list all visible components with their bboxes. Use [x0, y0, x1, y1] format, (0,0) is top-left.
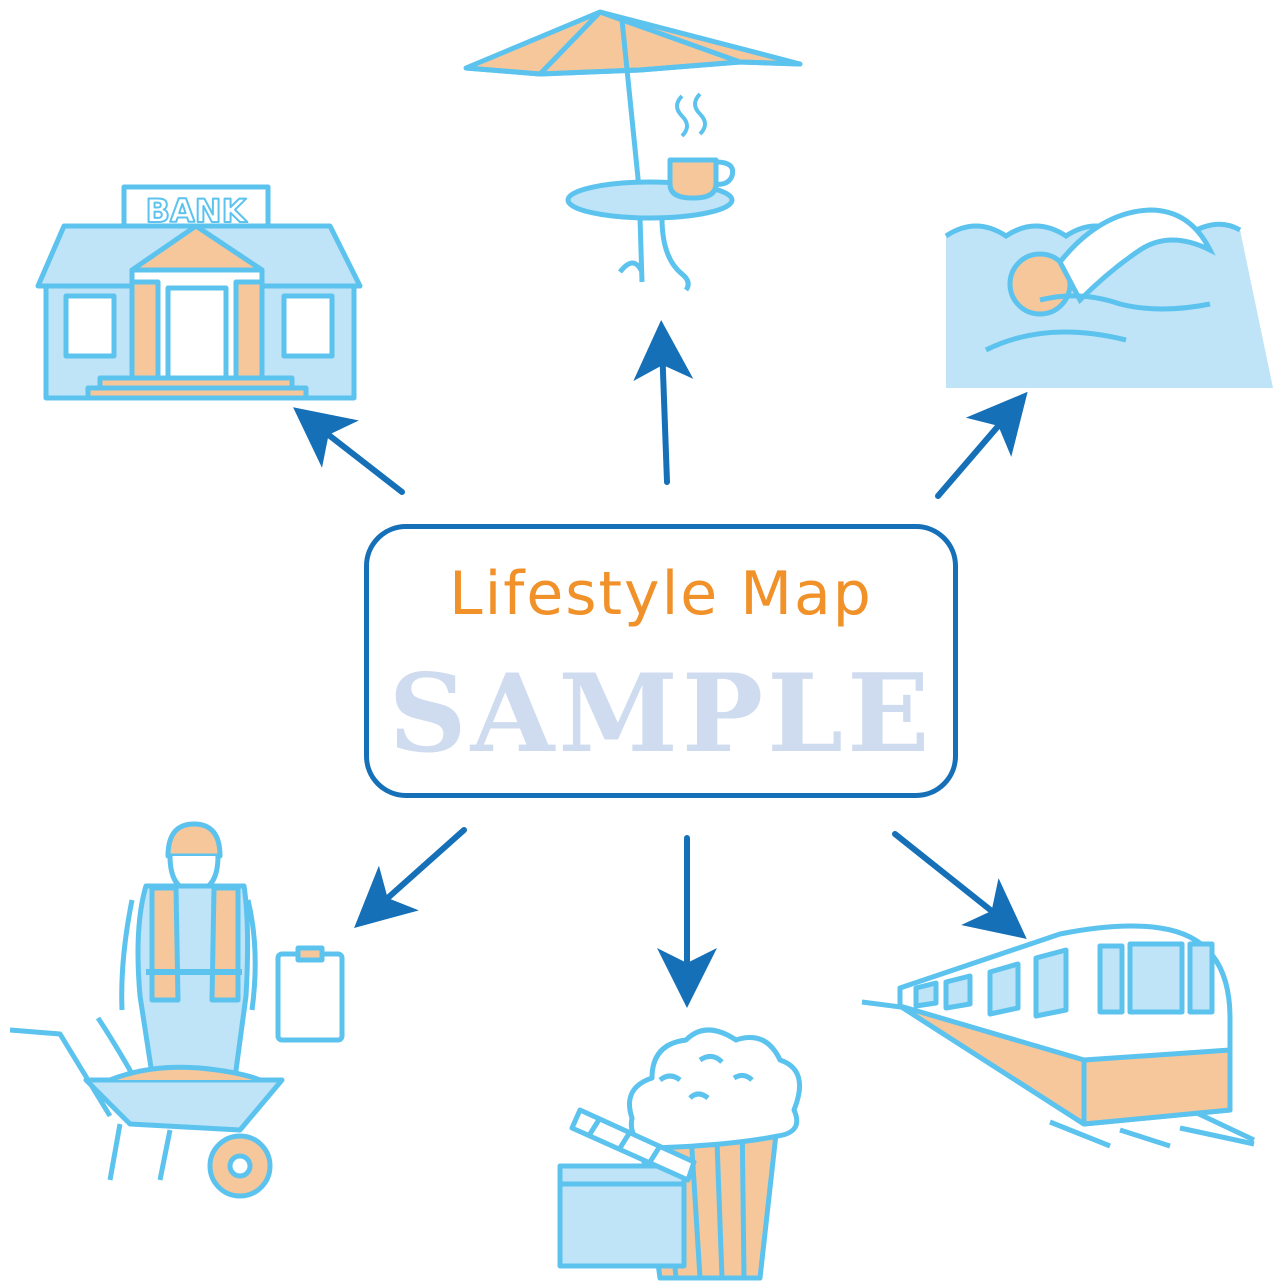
- cafe-table-icon: [463, 9, 803, 292]
- arrow-to-construction: [354, 827, 467, 928]
- connector-arrows: [293, 320, 1028, 1008]
- swimmer-icon: [944, 207, 1273, 388]
- center-node: Lifestyle Map SAMPLE: [364, 524, 958, 798]
- map-title: Lifestyle Map: [449, 559, 873, 629]
- train-icon: [861, 923, 1256, 1149]
- sample-watermark: SAMPLE: [388, 651, 934, 777]
- bank-icon: BANK: [35, 184, 363, 401]
- popcorn-clapperboard-icon: [557, 1027, 803, 1281]
- arrow-to-swimming: [935, 391, 1028, 499]
- arrow-to-train: [892, 831, 1027, 939]
- arrow-to-bank: [293, 407, 405, 495]
- construction-worker-icon: [9, 821, 345, 1199]
- arrow-to-cafe: [633, 320, 694, 485]
